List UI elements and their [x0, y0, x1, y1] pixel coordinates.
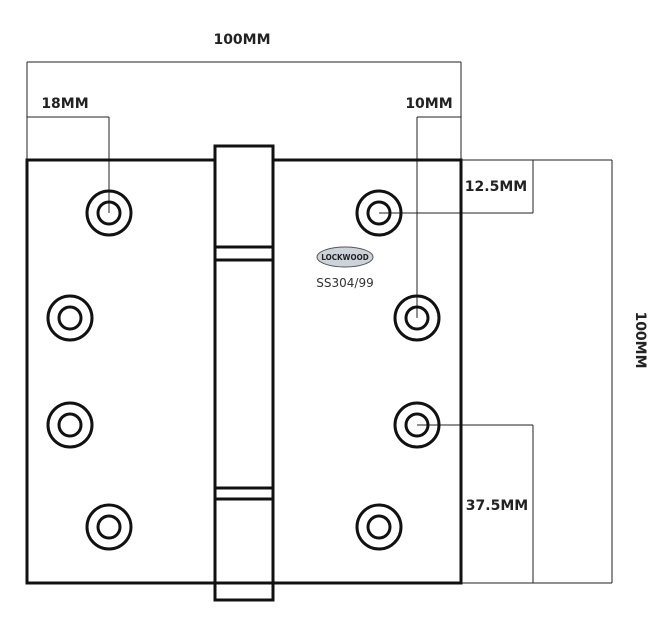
screw-hole: [355, 189, 403, 237]
overall-width-label: 100MM: [213, 32, 270, 48]
left-offset-label: 18MM: [41, 96, 88, 112]
top-offset-label: 12.5MM: [465, 179, 527, 195]
overall-height-label: 100MM: [632, 311, 648, 368]
screw-hole: [85, 503, 133, 551]
logo-text: LOCKWOOD: [321, 253, 368, 262]
screw-hole: [393, 401, 441, 449]
screw-holes: [46, 189, 441, 551]
screw-hole: [85, 189, 133, 237]
grade-marking: SS304/99: [316, 276, 373, 290]
dimension-lines: [26, 61, 613, 584]
hinge-knuckle: [213, 144, 275, 602]
right-offset-label: 10MM: [405, 96, 452, 112]
hole-spacing-label: 37.5MM: [466, 498, 528, 514]
lockwood-logo: LOCKWOOD: [316, 246, 374, 268]
screw-hole: [393, 294, 441, 342]
screw-hole: [46, 294, 94, 342]
screw-hole: [46, 401, 94, 449]
screw-hole: [355, 503, 403, 551]
